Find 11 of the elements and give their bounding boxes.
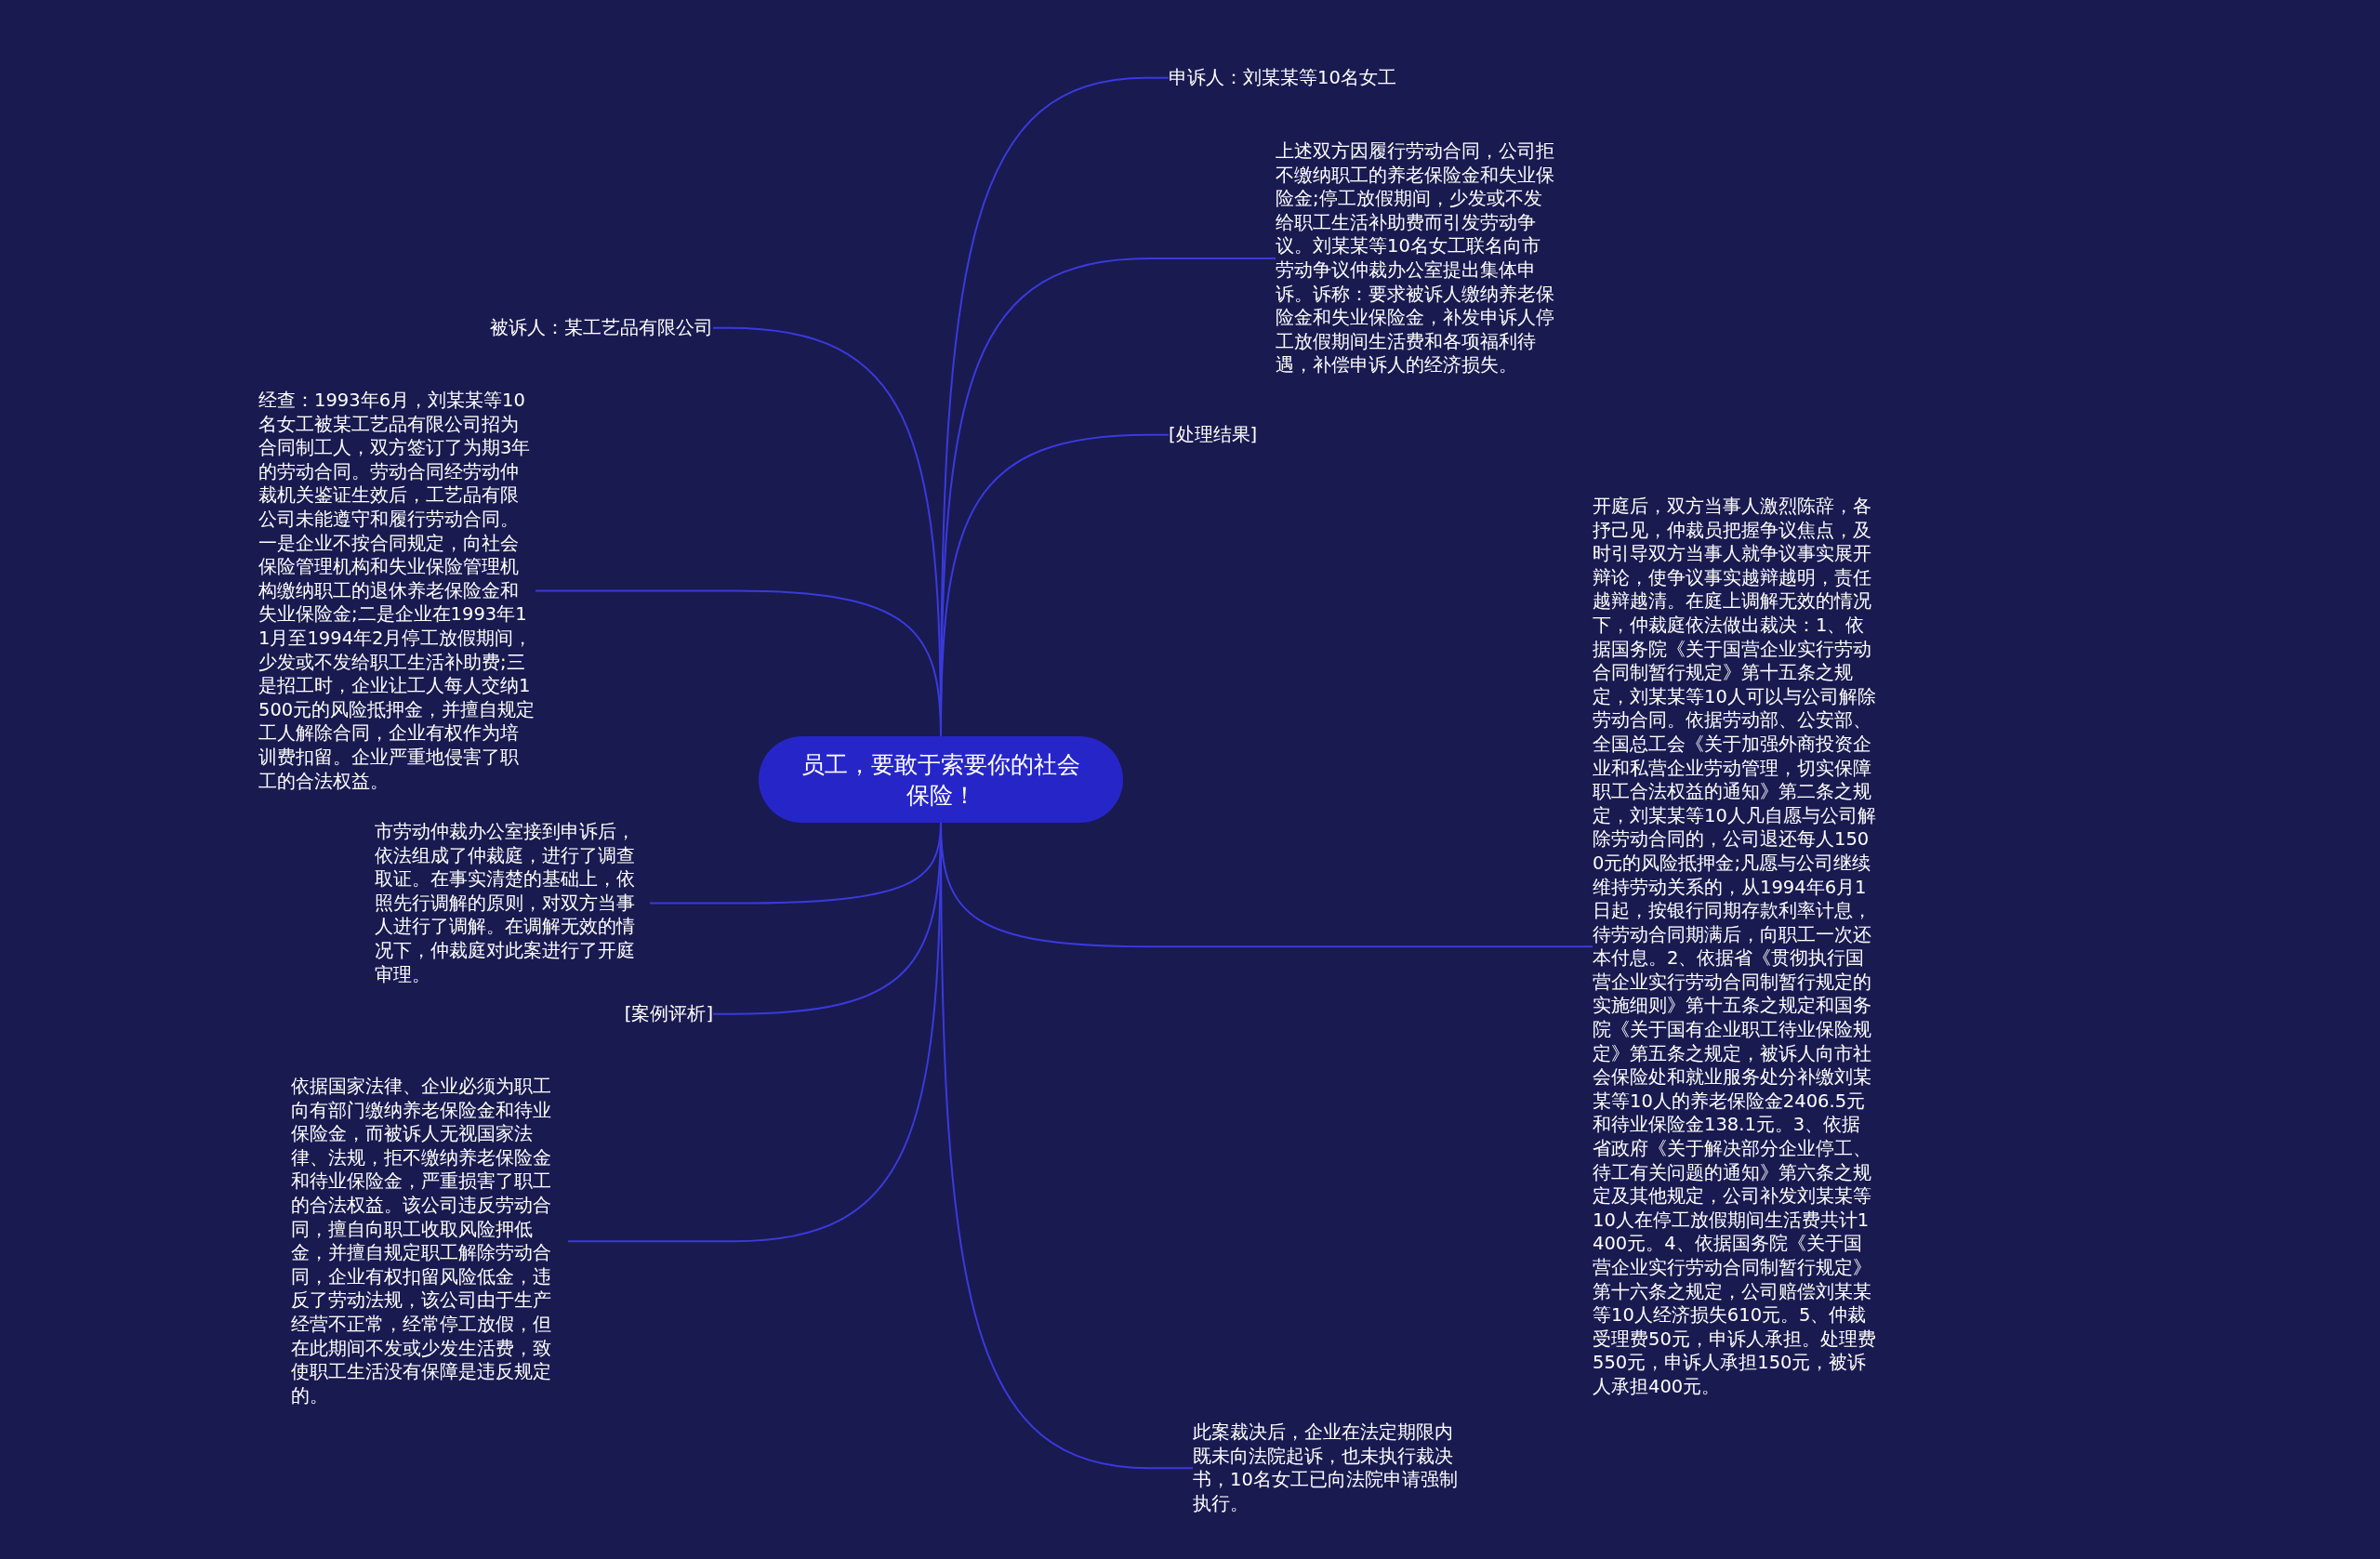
branch-text: 市劳动仲裁办公室接到申诉后，依法组成了仲裁庭，进行了调查取证。在事实清楚的基础上，依照先行调解的原则，对双方当事人进行了调解。在调解无效的情况下，仲裁庭对此案进行了开庭审理。 xyxy=(375,820,650,987)
central-topic: 员工，要敢于索要你的社会保险！ xyxy=(759,736,1123,823)
branch-text: [案例评析] xyxy=(558,1002,713,1026)
branch-text: [处理结果] xyxy=(1169,423,1317,447)
branch-text: 依据国家法律、企业必须为职工向有部门缴纳养老保险金和待业保险金，而被诉人无视国家法律、法规，拒不缴纳养老保险金和待业保险金，严重损害了职工的合法权益。该公司违反劳动合同，擅自向职工收取风险押低金，并擅自规定职工解除劳动合同，企业有权扣留风险低金，违反了劳动法规，该公司由于生产经营不正常，经常停工放假，但在此期间不发或少发生活费，致使职工生活没有保障是违反规定的。 xyxy=(291,1075,568,1408)
branch-text: 上述双方因履行劳动合同，公司拒不缴纳职工的养老保险金和失业保险金;停工放假期间，少发或不发给职工生活补助费而引发劳动争议。刘某某等10名女工联名向市劳动争议仲裁办公室提出集体申诉。诉称：要求被诉人缴纳养老保险金和失业保险金，补发申诉人停工放假期间生活费和各项福利待遇，补偿申诉人的经济损失。 xyxy=(1276,139,1554,377)
branch-text: 开庭后，双方当事人激烈陈辞，各抒己见，仲裁员把握争议焦点，及时引导双方当事人就争议事实展开辩论，使争议事实越辩越明，责任越辩越清。在庭上调解无效的情况下，仲裁庭依法做出裁决：1、依据国务院《关于国营企业实行劳动合同制暂行规定》第十五条之规定，刘某某等10人可以与公司解除劳动合同。依据劳动部、公安部、全国总工会《关于加强外商投资企业和私营企业劳动管理，切实保障职工合法权益的通知》第二条之规定，刘某某等10人凡自愿与公司解除劳动合同的，公司退还每人1500元的风险抵押金;凡愿与公司继续维持劳动关系的，从1994年6月1日起，按银行同期存款利率计息，待劳动合同期满后，向职工一次还本付息。2、依据省《贯彻执行国营企业实行劳动合同制暂行规定的实施细则》第十五条之规定和国务院《关于国有企业职工待业保险规定》第五条之规定，被诉人向市社会保险处和就业服务处分补缴刘某某等10人的养老保险金2406.5元和待业保险金138.1元。3、依据省政府《关于解决部分企业停工、待工有关问题的通知》第六条之规定及其他规定，公司补发刘某某等10人在停工放假期间生活费共计1400元。4、依据国务院《关于国营企业实行劳动合同制暂行规定》第十六条之规定，公司赔偿刘某某等10人经济损失610元。5、仲裁受理费50元，申诉人承担。处理费550元，申诉人承担150元，被诉人承担400元。 xyxy=(1593,495,1877,1399)
branch-text: 申诉人：刘某某等10名女工 xyxy=(1169,66,1448,90)
branch-text: 此案裁决后，企业在法定期限内既未向法院起诉，也未执行裁决书，10名女工已向法院申请强制执行。 xyxy=(1193,1420,1468,1516)
branch-text: 被诉人：某工艺品有限公司 xyxy=(483,316,713,340)
branch-text: 经查：1993年6月，刘某某等10名女工被某工艺品有限公司招为合同制工人，双方签订了为期3年的劳动合同。劳动合同经劳动仲裁机关鉴证生效后，工艺品有限公司未能遵守和履行劳动合同。一是企业不按合同规定，向社会保险管理机构和失业保险管理机构缴纳职工的退休养老保险金和失业保险金;二是企业在1993年11月至1994年2月停工放假期间，少发或不发给职工生活补助费;三是招工时，企业让工人每人交纳1500元的风险抵押金，并擅自规定工人解除合同，企业有权作为培训费扣留。企业严重地侵害了职工的合法权益。 xyxy=(258,389,536,794)
